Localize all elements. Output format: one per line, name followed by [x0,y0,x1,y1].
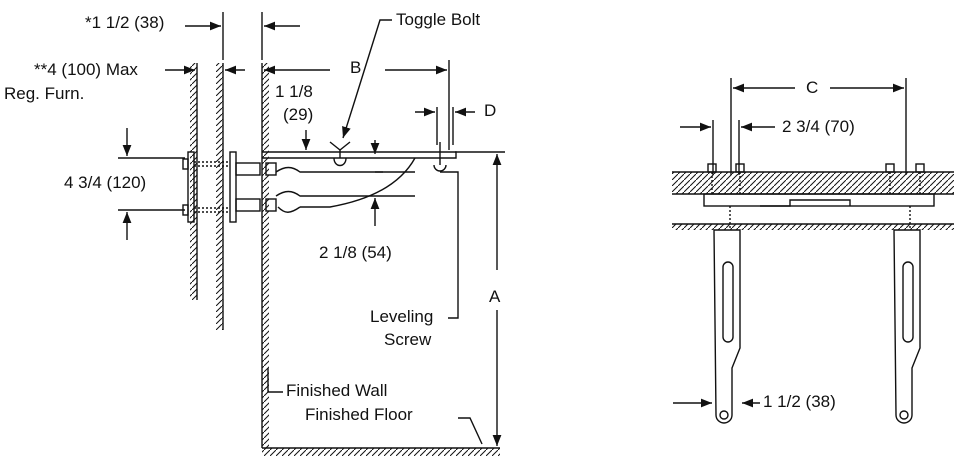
twenty-nine-label: (29) [283,105,314,124]
wall-thickness-label: *1 1/2 (38) [85,13,165,32]
one-half-label: 1 1/2 (38) [763,392,836,411]
dim-b-label: B [350,58,362,77]
toggle-bolt-label: Toggle Bolt [396,10,481,29]
one-eighth-label: 1 1/8 [275,82,313,101]
screw-label: Screw [384,330,432,349]
bolt-spacing-label: 4 3/4 (120) [64,173,147,192]
support-leg-left [713,229,741,424]
dim-a-label: A [489,287,501,306]
leveling-label: Leveling [370,307,434,326]
dim-d-label: D [484,101,497,120]
bracket-assembly [182,141,457,223]
max-furn-label: **4 (100) Max [34,60,138,79]
two-three-quarter-label: 2 3/4 (70) [782,117,855,136]
reg-furn-label: Reg. Furn. [4,84,85,103]
finished-floor-label: Finished Floor [305,405,413,424]
shelf-section [672,163,954,230]
two-eighth-label: 2 1/8 (54) [319,243,392,262]
dim-c-label: C [806,78,819,97]
finished-wall-label: Finished Wall [286,381,388,400]
support-leg-right [893,229,921,424]
wall-section [216,63,269,448]
finished-floor [262,447,500,456]
